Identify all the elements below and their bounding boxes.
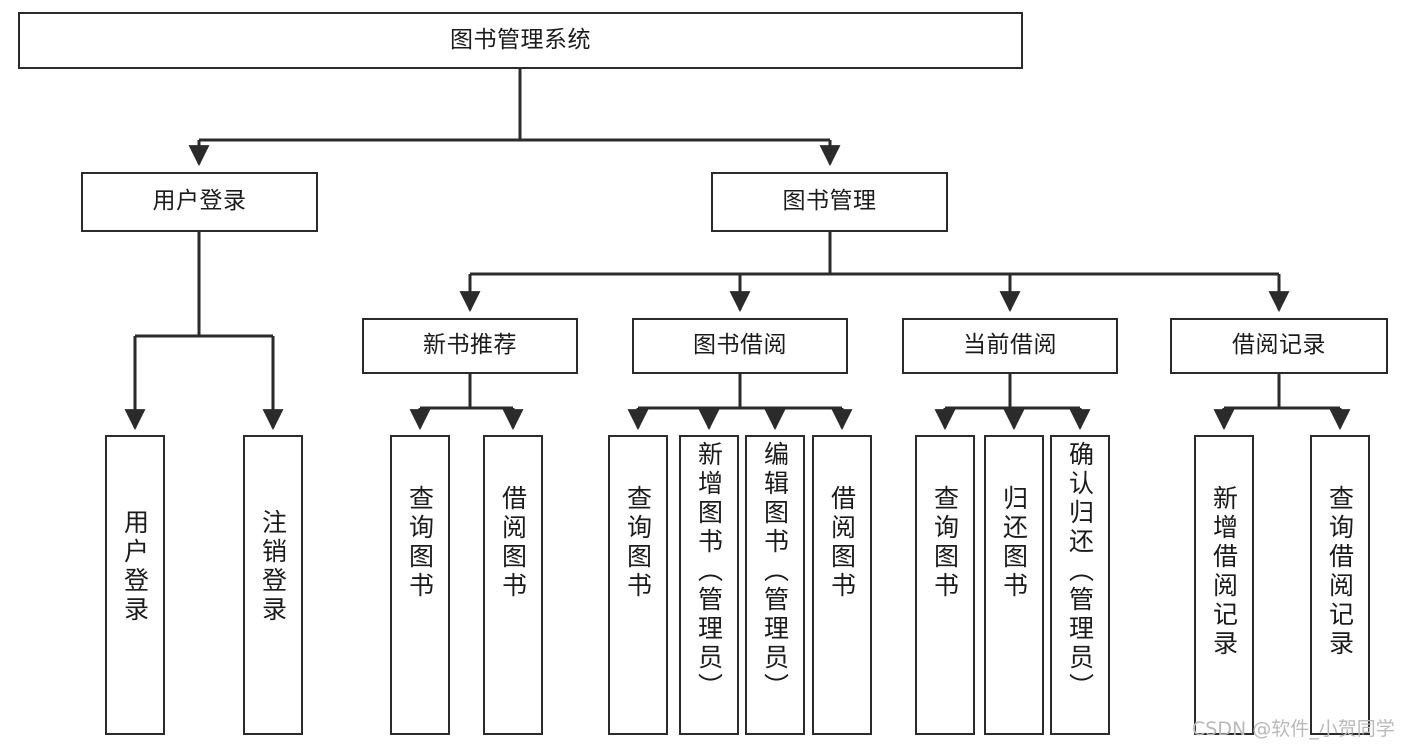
node-borrow-record[interactable]: 借阅记录	[1170, 318, 1388, 374]
node-book-manage-label: 图书管理	[782, 188, 877, 215]
leaf-cur-query-book[interactable]: 查询图书	[915, 435, 975, 735]
leaf-borrow-query-book[interactable]: 查询图书	[608, 435, 668, 735]
leaf-cur-return-book-label: 归还图书	[999, 485, 1029, 601]
csdn-watermark: CSDN @软件_小贺同学	[1192, 718, 1395, 740]
leaf-record-add-label: 新增借阅记录	[1209, 485, 1239, 659]
leaf-record-query[interactable]: 查询借阅记录	[1310, 435, 1370, 735]
leaf-cur-confirm-return-label: 确认归还（管理员）	[1065, 441, 1095, 702]
leaf-borrow-do-borrow-label: 借阅图书	[827, 485, 857, 601]
leaf-user-login[interactable]: 用户登录	[105, 435, 165, 735]
leaf-user-login-label: 用户登录	[120, 509, 150, 625]
leaf-rec-query-book[interactable]: 查询图书	[390, 435, 450, 735]
leaf-borrow-do-borrow[interactable]: 借阅图书	[812, 435, 872, 735]
leaf-borrow-query-book-label: 查询图书	[623, 485, 653, 601]
leaf-borrow-edit-book-label: 编辑图书（管理员）	[760, 441, 790, 702]
leaf-cur-query-book-label: 查询图书	[930, 485, 960, 601]
node-book-borrow-label: 图书借阅	[693, 332, 787, 359]
leaf-borrow-add-book[interactable]: 新增图书（管理员）	[679, 435, 739, 735]
node-user-login-label: 用户登录	[152, 188, 247, 215]
leaf-borrow-edit-book[interactable]: 编辑图书（管理员）	[745, 435, 805, 735]
leaf-rec-borrow-book-label: 借阅图书	[498, 485, 528, 601]
leaf-cur-return-book[interactable]: 归还图书	[984, 435, 1044, 735]
node-user-login[interactable]: 用户登录	[81, 172, 318, 232]
leaf-borrow-add-book-label: 新增图书（管理员）	[694, 441, 724, 702]
leaf-rec-borrow-book[interactable]: 借阅图书	[483, 435, 543, 735]
leaf-record-add[interactable]: 新增借阅记录	[1194, 435, 1254, 735]
node-book-manage[interactable]: 图书管理	[711, 172, 948, 232]
node-new-book-rec-label: 新书推荐	[423, 332, 517, 359]
node-current-borrow-label: 当前借阅	[963, 332, 1057, 359]
leaf-user-logout[interactable]: 注销登录	[243, 435, 303, 735]
leaf-rec-query-book-label: 查询图书	[405, 485, 435, 601]
node-book-borrow[interactable]: 图书借阅	[632, 318, 848, 374]
node-current-borrow[interactable]: 当前借阅	[902, 318, 1118, 374]
node-new-book-rec[interactable]: 新书推荐	[362, 318, 578, 374]
node-root[interactable]: 图书管理系统	[18, 12, 1023, 69]
leaf-user-logout-label: 注销登录	[258, 509, 288, 625]
leaf-record-query-label: 查询借阅记录	[1325, 485, 1355, 659]
node-borrow-record-label: 借阅记录	[1232, 332, 1326, 359]
leaf-cur-confirm-return[interactable]: 确认归还（管理员）	[1050, 435, 1110, 735]
node-root-label: 图书管理系统	[450, 26, 591, 53]
